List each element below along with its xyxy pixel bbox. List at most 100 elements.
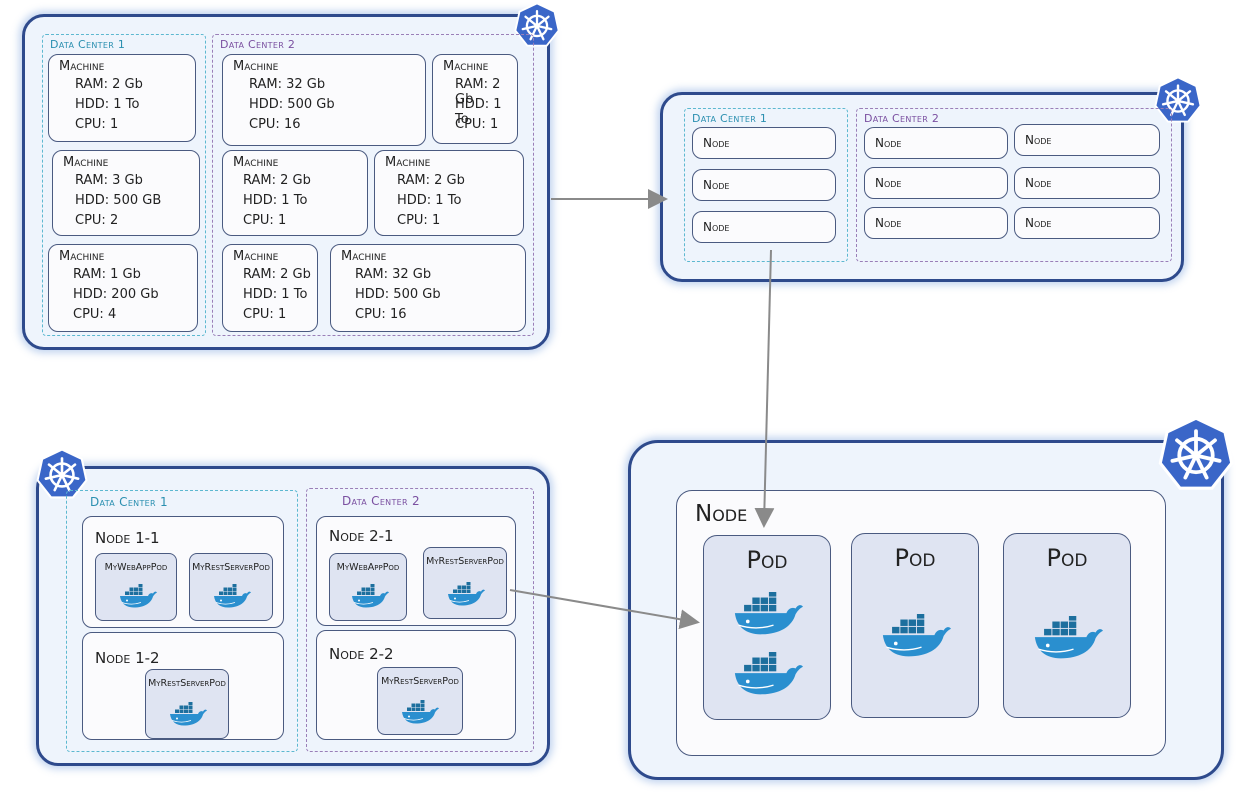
machine-title: Machine: [59, 249, 105, 264]
node-box: Node: [864, 207, 1008, 239]
machine-cpu: CPU: 1: [397, 213, 441, 228]
machine-card: Machine RAM: 32 Gb HDD: 500 Gb CPU: 16: [330, 244, 526, 332]
machine-title: Machine: [341, 249, 387, 264]
node-1-1-box: Node 1-1 MyWebAppPod MyRestServerPod: [82, 516, 284, 628]
pod-box: Pod: [1003, 533, 1131, 718]
machine-title: Machine: [443, 59, 489, 74]
machine-cpu: CPU: 4: [73, 307, 117, 322]
pod-box: Pod: [851, 533, 979, 718]
data-center-2-boundary: [212, 34, 534, 336]
node-box: Node: [692, 211, 836, 243]
node-box: Node: [692, 169, 836, 201]
machine-ram: RAM: 2 Gb: [243, 173, 311, 188]
machine-ram: RAM: 32 Gb: [249, 77, 326, 92]
machine-title: Machine: [63, 155, 109, 170]
node-detail-title: Node: [695, 501, 748, 527]
pod-chip: MyWebAppPod: [95, 553, 177, 621]
pod-label: Pod: [1046, 544, 1088, 572]
machine-ram: RAM: 2 Gb: [243, 267, 311, 282]
machine-title: Machine: [233, 249, 279, 264]
machine-card: Machine RAM: 32 Gb HDD: 500 Gb CPU: 16: [222, 54, 426, 146]
arrow-nodes-to-node-detail: [754, 249, 775, 528]
machine-cpu: CPU: 1: [75, 117, 119, 132]
machine-cpu: CPU: 1: [455, 117, 499, 132]
node-label: Node: [875, 136, 902, 150]
pod-label: Pod: [894, 544, 936, 572]
node-label: Node: [703, 136, 730, 150]
data-center-2-label: Data Center 2: [864, 112, 940, 125]
node-title: Node 2-2: [329, 645, 394, 663]
node-box: Node: [864, 127, 1008, 159]
machine-ram: RAM: 3 Gb: [75, 173, 143, 188]
node-2-1-box: Node 2-1 MyWebAppPod MyRestServerPod: [316, 516, 516, 626]
node-title: Node 2-1: [329, 527, 394, 545]
machine-hdd: HDD: 500 Gb: [249, 97, 335, 112]
pod-label: MyRestServerPod: [192, 562, 270, 573]
machine-cpu: CPU: 16: [249, 117, 301, 132]
data-center-1-boundary: [42, 34, 206, 336]
pod-chip: MyWebAppPod: [329, 553, 407, 621]
node-1-2-box: Node 1-2 MyRestServerPod: [82, 632, 284, 740]
node-title: Node 1-2: [95, 649, 160, 667]
data-center-2-label: Data Center 2: [220, 38, 296, 51]
node-label: Node: [1025, 133, 1052, 147]
machine-card: Machine RAM: 2 Gb HDD: 1 To CPU: 1: [222, 150, 368, 236]
machine-card: Machine RAM: 1 Gb HDD: 200 Gb CPU: 4: [48, 244, 198, 332]
machine-cpu: CPU: 2: [75, 213, 119, 228]
arrow-pod-to-node-detail: [509, 589, 700, 630]
data-center-1-label: Data Center 1: [692, 112, 768, 125]
data-center-2-boundary: [856, 108, 1172, 262]
pod-chip: MyRestServerPod: [377, 667, 463, 735]
node-box: Node: [1014, 207, 1160, 239]
pod-chip: MyRestServerPod: [189, 553, 273, 621]
machine-card: Machine RAM: 2 Gb HDD: 1 To CPU: 1: [222, 244, 318, 332]
node-label: Node: [1025, 176, 1052, 190]
machine-hdd: HDD: 200 Gb: [73, 287, 159, 302]
data-center-1-label: Data Center 1: [90, 495, 168, 509]
machine-ram: RAM: 2 Gb: [455, 77, 501, 107]
pod-label: MyWebAppPod: [336, 562, 400, 573]
machine-hdd: HDD: 500 GB: [75, 193, 162, 208]
node-label: Node: [1025, 216, 1052, 230]
data-center-2-label: Data Center 2: [342, 494, 420, 508]
node-box: Node: [1014, 167, 1160, 199]
node-box: Node: [1014, 124, 1160, 156]
machine-ram: RAM: 2 Gb: [75, 77, 143, 92]
pod-label: MyRestServerPod: [426, 556, 504, 567]
node-label: Node: [875, 176, 902, 190]
pod-chip: MyRestServerPod: [145, 669, 229, 739]
machine-hdd: HDD: 1 To: [455, 97, 502, 127]
node-title: Node 1-1: [95, 529, 160, 547]
machine-cpu: CPU: 16: [355, 307, 407, 322]
machine-card: Machine RAM: 2 Gb HDD: 1 To CPU: 1: [374, 150, 524, 236]
machine-title: Machine: [385, 155, 431, 170]
machine-ram: RAM: 1 Gb: [73, 267, 141, 282]
machine-hdd: HDD: 1 To: [243, 287, 308, 302]
node-2-2-box: Node 2-2 MyRestServerPod: [316, 630, 516, 740]
data-center-1-boundary: [684, 108, 848, 262]
data-center-2-boundary: [306, 488, 534, 752]
machine-ram: RAM: 2 Gb: [397, 173, 465, 188]
machine-title: Machine: [59, 59, 105, 74]
machine-hdd: HDD: 1 To: [75, 97, 140, 112]
machine-card: Machine RAM: 2 Gb HDD: 1 To CPU: 1: [432, 54, 518, 144]
data-center-1-label: Data Center 1: [50, 38, 126, 51]
pod-box: Pod: [703, 535, 831, 720]
machine-title: Machine: [233, 59, 279, 74]
machine-cpu: CPU: 1: [243, 213, 287, 228]
machine-ram: RAM: 32 Gb: [355, 267, 432, 282]
machine-cpu: CPU: 1: [243, 307, 287, 322]
node-label: Node: [703, 178, 730, 192]
machine-hdd: HDD: 1 To: [397, 193, 462, 208]
pod-label: MyRestServerPod: [381, 676, 459, 687]
node-label: Node: [703, 220, 730, 234]
machine-card: Machine RAM: 3 Gb HDD: 500 GB CPU: 2: [52, 150, 200, 236]
pod-label: MyRestServerPod: [148, 678, 226, 689]
machine-title: Machine: [233, 155, 279, 170]
pod-label: Pod: [746, 546, 788, 574]
data-center-1-boundary: [66, 490, 298, 752]
node-box: Node: [692, 127, 836, 159]
pod-chip: MyRestServerPod: [423, 547, 507, 619]
node-box: Node: [864, 167, 1008, 199]
